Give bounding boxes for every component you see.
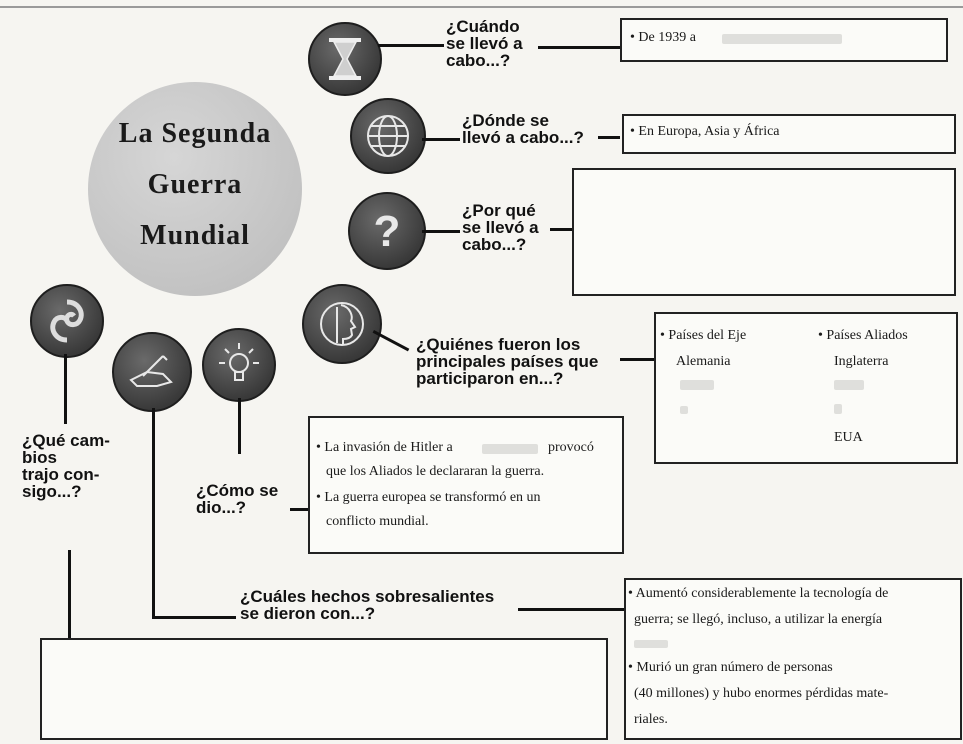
- question-icon: ?: [348, 192, 426, 270]
- globe-icon: [350, 98, 426, 174]
- answer-hechos-4: • Murió un gran número de personas: [628, 660, 833, 675]
- title-line-3: Mundial: [140, 220, 250, 251]
- connector-line: [538, 46, 620, 49]
- title-line-1: La Segunda: [118, 118, 272, 149]
- top-rule: [0, 6, 963, 8]
- answer-box-cuando: • De 1939 a: [620, 18, 948, 62]
- connector-line: [152, 616, 236, 619]
- question-cuando: ¿Cuándo se llevó a cabo...?: [446, 17, 523, 70]
- profile-head-icon: [302, 284, 382, 364]
- smudge: [680, 380, 714, 390]
- answer-box-hechos: • Aumentó considerablemente la tecnologí…: [624, 578, 962, 740]
- smudge: [482, 444, 538, 454]
- question-cambios: ¿Qué cam- bios trajo con- sigo...?: [22, 431, 110, 501]
- writing-hand-icon: [112, 332, 192, 412]
- answer-donde: • En Europa, Asia y África: [630, 124, 780, 139]
- answer-aliados-1: Inglaterra: [834, 354, 889, 369]
- smudge: [634, 640, 668, 648]
- answer-hechos-2: guerra; se llegó, incluso, a utilizar la…: [634, 612, 883, 627]
- question-quienes: ¿Quiénes fueron los principales países q…: [416, 335, 599, 388]
- connector-line: [422, 230, 460, 233]
- connector-line: [64, 354, 67, 424]
- answer-eje-1: Alemania: [676, 354, 731, 369]
- question-hechos: ¿Cuáles hechos sobresalientes se dieron …: [240, 587, 495, 623]
- smudge: [722, 34, 842, 44]
- question-porque: ¿Por qué se llevó a cabo...?: [462, 201, 539, 254]
- answer-como-4: conflicto mundial.: [326, 514, 429, 529]
- connector-line: [152, 408, 155, 618]
- connector-line: [378, 44, 444, 47]
- answer-aliados-title: • Países Aliados: [818, 328, 908, 343]
- answer-box-como: • La invasión de Hitler a provocó que lo…: [308, 416, 624, 554]
- answer-hechos-1: • Aumentó considerablemente la tecnologí…: [628, 586, 889, 601]
- answer-box-porque: [572, 168, 956, 296]
- answer-box-quienes: • Países del Eje Alemania • Países Aliad…: [654, 312, 958, 464]
- connector-line: [422, 138, 460, 141]
- answer-box-donde: • En Europa, Asia y África: [622, 114, 956, 154]
- smudge: [834, 380, 864, 390]
- connector-line: [550, 228, 572, 231]
- answer-eje-title: • Países del Eje: [660, 328, 747, 343]
- lightbulb-icon: [202, 328, 276, 402]
- hourglass-icon: [308, 22, 382, 96]
- connector-line: [518, 608, 624, 611]
- connector-line: [290, 508, 308, 511]
- connector-line: [598, 136, 620, 139]
- answer-como-1a: • La invasión de Hitler a: [316, 440, 453, 455]
- connector-line: [620, 358, 654, 361]
- connector-line: [238, 398, 241, 454]
- answer-como-1b: provocó: [548, 440, 594, 455]
- answer-hechos-5: (40 millones) y hubo enormes pérdidas ma…: [634, 686, 889, 701]
- svg-text:?: ?: [374, 207, 401, 256]
- answer-hechos-6: riales.: [634, 712, 668, 727]
- answer-cuando: • De 1939 a: [630, 30, 696, 45]
- smudge: [680, 406, 688, 414]
- question-como: ¿Cómo se dio...?: [196, 481, 279, 517]
- title-line-2: Guerra: [147, 169, 243, 200]
- question-donde: ¿Dónde se llevó a cabo...?: [462, 111, 584, 147]
- smudge: [834, 404, 842, 414]
- answer-aliados-3: EUA: [834, 430, 863, 445]
- connector-line: [68, 550, 71, 638]
- answer-como-3: • La guerra europea se transformó en un: [316, 490, 541, 505]
- answer-box-cambios: [40, 638, 608, 740]
- answer-como-2: que los Aliados le declararan la guerra.: [326, 464, 545, 479]
- title-circle: La Segunda Guerra Mundial: [88, 82, 302, 296]
- swirl-icon: [30, 284, 104, 358]
